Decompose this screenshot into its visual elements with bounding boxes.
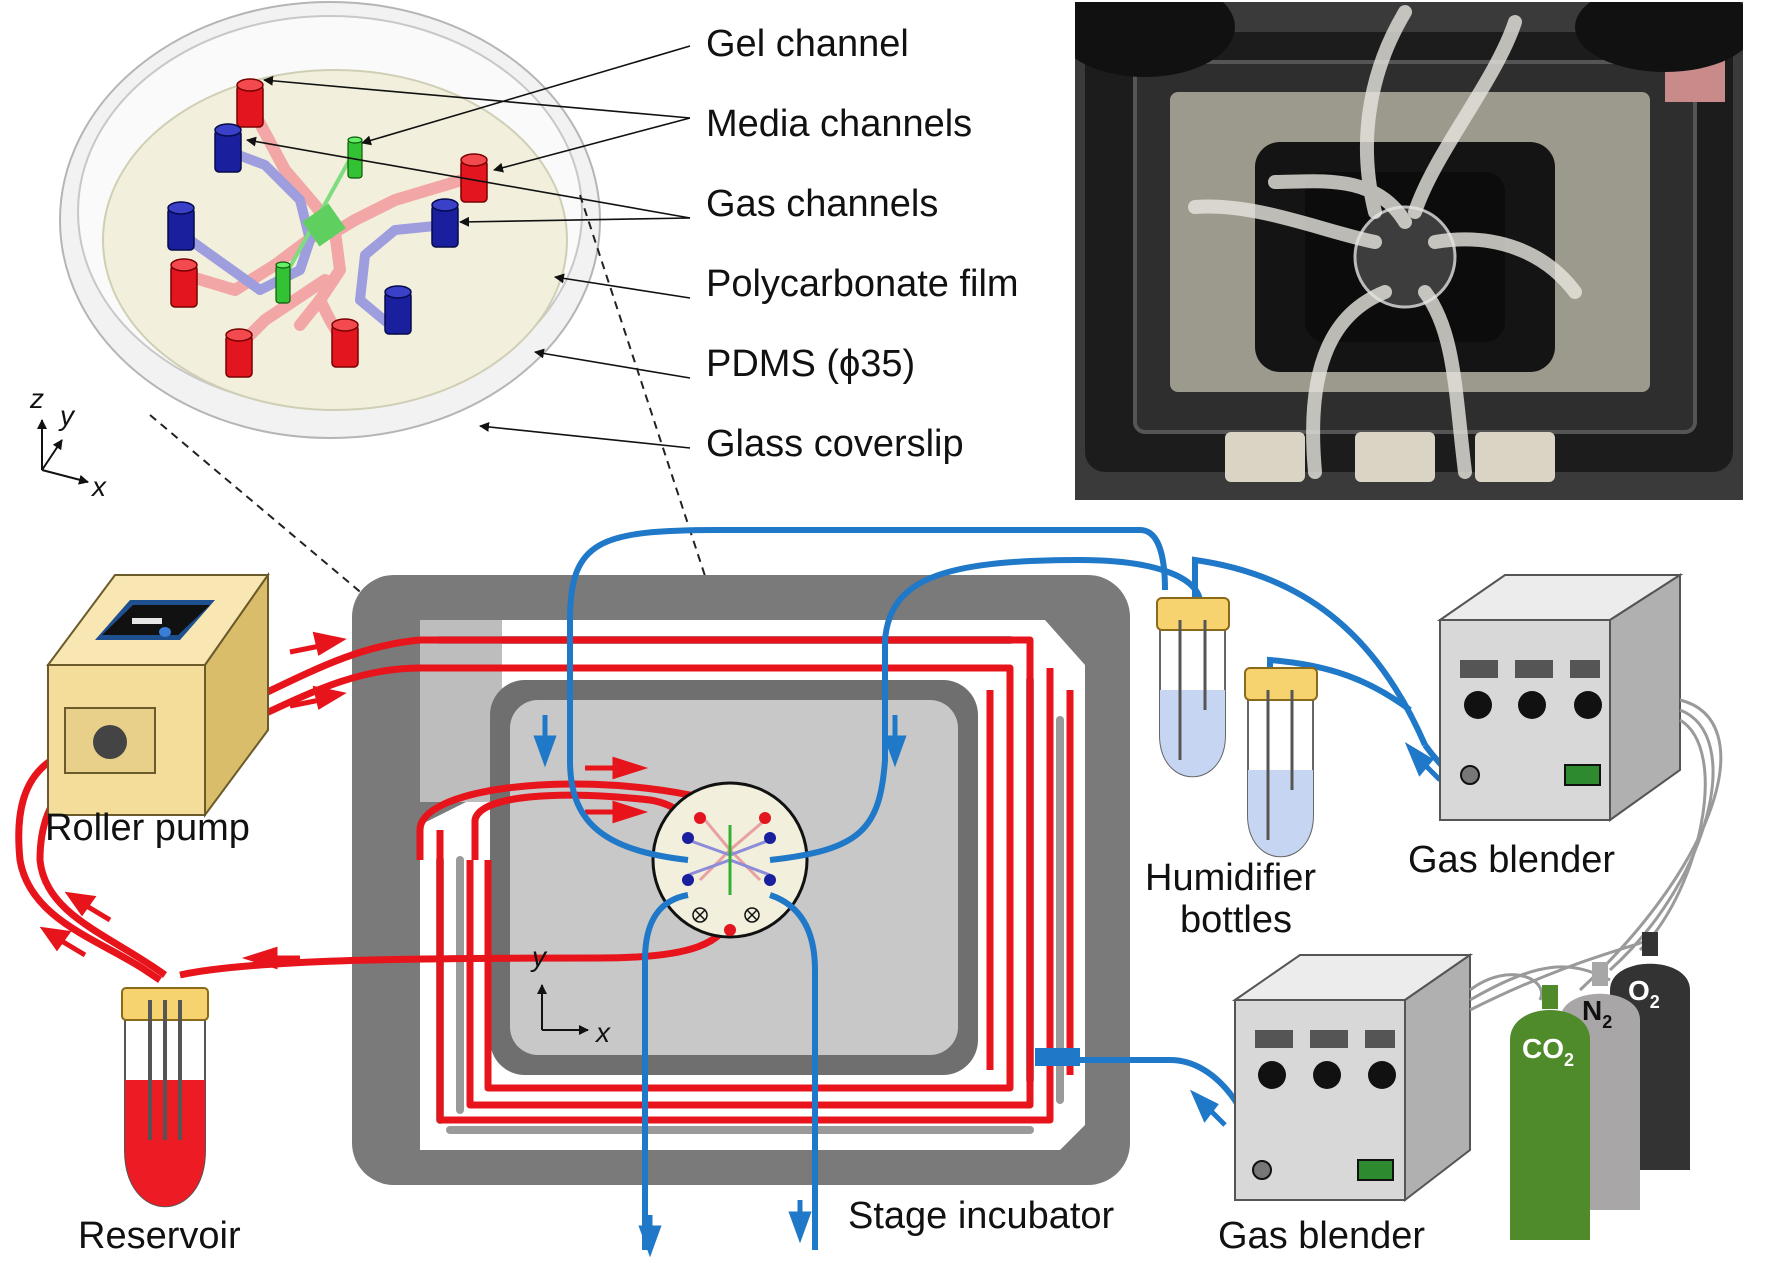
reservoir	[121, 987, 209, 1208]
label-glass-coverslip: Glass coverslip	[706, 423, 964, 465]
label-humidifier: Humidifier	[1145, 857, 1316, 899]
chip-ports-blue	[167, 123, 459, 335]
callout-leaders	[246, 45, 691, 449]
co2-cylinder	[1510, 985, 1590, 1240]
roller-pump	[46, 571, 270, 819]
label-pdms: PDMS (ϕ35)	[706, 343, 915, 385]
label-polycarbonate-film: Polycarbonate film	[706, 263, 1019, 305]
gas-blender-bottom	[1231, 953, 1474, 1203]
label-n2: N2	[1582, 995, 1612, 1032]
label-bottles: bottles	[1180, 899, 1292, 941]
gas-flow-arrows	[533, 715, 1442, 1258]
label-gas-channels: Gas channels	[706, 183, 938, 225]
label-gas-blender-top: Gas blender	[1408, 839, 1615, 881]
stage-axis-x: x	[594, 1017, 611, 1048]
stage-axis-y: y	[530, 941, 548, 972]
chip-axes	[37, 419, 89, 485]
label-stage-incubator: Stage incubator	[848, 1195, 1115, 1237]
label-o2: O2	[1628, 975, 1660, 1012]
gas-blender-top	[1436, 573, 1684, 822]
stage-chip	[651, 781, 809, 939]
label-roller-pump: Roller pump	[45, 807, 250, 849]
chip-axis-z: z	[29, 383, 44, 414]
chip-ports-red	[170, 78, 488, 378]
humidifier-bottles	[1156, 597, 1318, 858]
microscope-stage-photo	[1075, 2, 1743, 500]
chip-illustration	[59, 1, 601, 439]
chip-axis-y: y	[58, 400, 76, 431]
label-co2: CO2	[1522, 1033, 1574, 1070]
label-gas-blender-bottom: Gas blender	[1218, 1215, 1425, 1257]
label-gel-channel: Gel channel	[706, 23, 909, 65]
label-reservoir: Reservoir	[78, 1215, 241, 1257]
chip-axis-x: x	[90, 471, 107, 502]
gas-inlet	[1035, 1048, 1080, 1066]
callout-labels: Gel channel Media channels Gas channels …	[706, 23, 1019, 465]
stage-axes	[537, 984, 589, 1035]
media-flow-arrows	[39, 631, 649, 970]
gas-cylinders	[1510, 932, 1690, 1240]
label-media-channels: Media channels	[706, 103, 972, 145]
